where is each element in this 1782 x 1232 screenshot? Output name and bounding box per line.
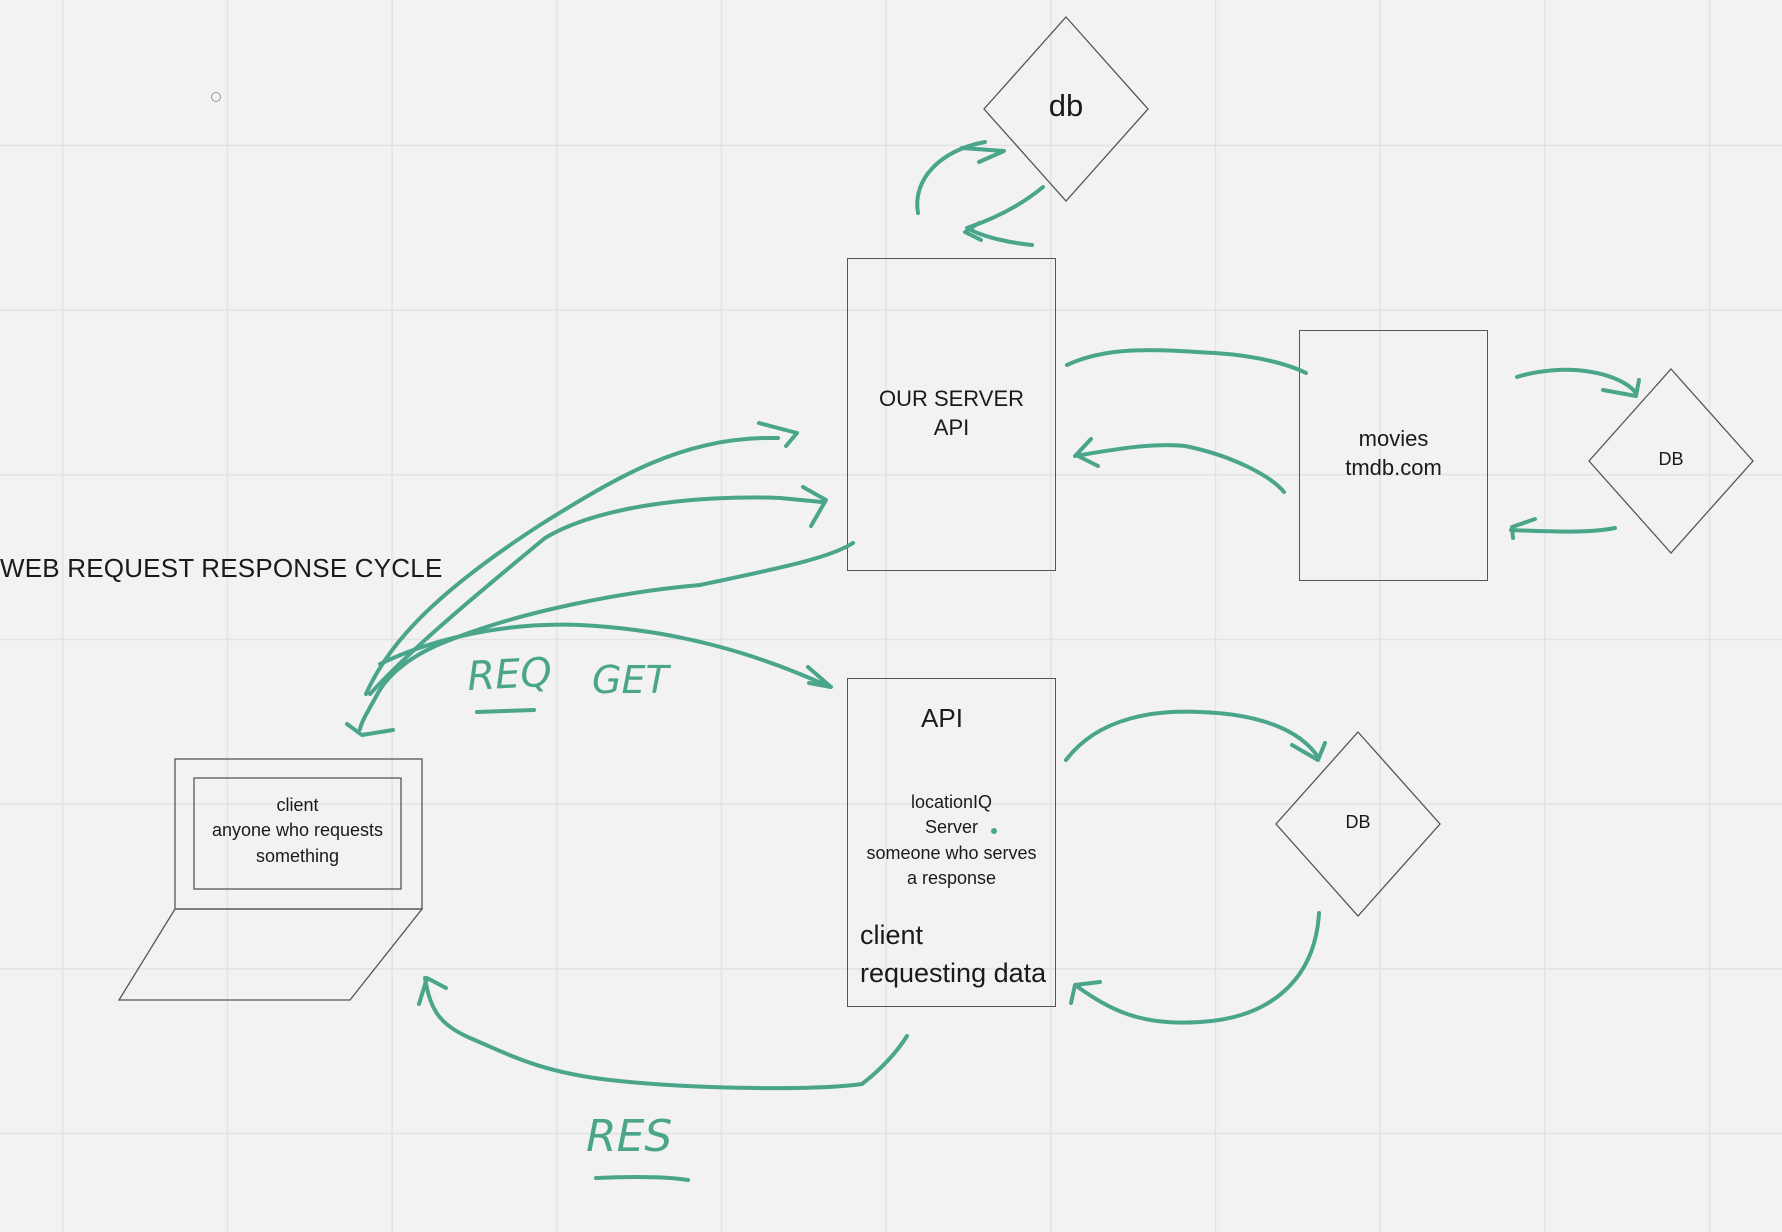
underline-req: [475, 708, 536, 714]
arrow-client-to-server-1: [364, 436, 780, 696]
arrowhead-movies-to-db-right: [1601, 378, 1641, 398]
annotation-req: REQ: [466, 650, 553, 700]
arrow-server-to-client: [358, 541, 855, 731]
arrowhead-server-to-db: [960, 146, 1006, 164]
arrow-client-to-api: [378, 622, 832, 689]
arrow-movies-to-server: [1073, 443, 1286, 494]
api-box-big-line1: client: [860, 920, 924, 950]
annotation-get: GET: [592, 658, 671, 702]
arrow-db-right-to-movies: [1509, 526, 1617, 534]
arrowhead-client-to-server-2: [801, 485, 828, 528]
arrow-server-to-movies: [1065, 348, 1308, 375]
api-box-line3: someone who serves: [866, 843, 1037, 863]
arrowhead-server-to-client: [345, 722, 395, 737]
arrow-db-bottom-to-api: [1073, 911, 1321, 1025]
our-server-box[interactable]: [847, 258, 1056, 571]
ink-dot: [991, 828, 997, 834]
arrow-db-to-server: [965, 185, 1045, 247]
api-box-line1: locationIQ: [910, 792, 993, 812]
movies-label-line2: tmdb.com: [1345, 455, 1442, 480]
arrowhead-client-to-server-1: [757, 421, 799, 448]
movies-label-line1: movies: [1358, 426, 1429, 451]
annotation-res: RES: [586, 1111, 672, 1162]
db-top-diamond[interactable]: [983, 16, 1149, 202]
db-bottom-label: DB: [1345, 812, 1371, 832]
api-box-title: API: [921, 703, 963, 733]
arrowhead-client-to-api: [806, 665, 833, 689]
client-label-line3: something: [255, 846, 340, 866]
arrowhead-db-to-server: [963, 221, 983, 242]
underline-res: [594, 1174, 690, 1182]
db-right-diamond[interactable]: [1588, 368, 1754, 554]
arrowhead-api-to-db-bottom: [1290, 741, 1327, 762]
api-box-big-line2: requesting data: [860, 958, 1047, 988]
api-box-line2: Server: [924, 817, 978, 837]
client-label-line2: anyone who requests: [211, 820, 384, 840]
arrow-server-to-db: [915, 140, 987, 215]
api-box[interactable]: [847, 678, 1056, 1007]
diagram-title[interactable]: WEB REQUEST RESPONSE CYCLE: [0, 553, 443, 583]
db-right-label: DB: [1658, 449, 1684, 469]
arrow-api-to-db-bottom: [1064, 709, 1320, 762]
arrow-movies-to-db-right: [1515, 367, 1638, 395]
arrowhead-db-bottom-to-api: [1069, 980, 1102, 1005]
db-bottom-diamond[interactable]: [1275, 731, 1441, 917]
laptop-shape[interactable]: [118, 758, 424, 1003]
our-server-label-line2: API: [933, 415, 970, 440]
arrowhead-movies-to-server: [1074, 437, 1100, 468]
canvas-dot: [211, 92, 221, 102]
arrow-api-to-client: [423, 976, 909, 1091]
arrowhead-api-to-client: [417, 976, 448, 1006]
api-box-line4: a response: [906, 868, 997, 888]
our-server-label-line1: OUR SERVER: [878, 386, 1025, 411]
client-label-line1: client: [276, 795, 319, 815]
db-top-label: db: [1048, 88, 1084, 123]
arrowhead-db-right-to-movies: [1510, 517, 1537, 540]
movies-box[interactable]: [1299, 330, 1488, 581]
